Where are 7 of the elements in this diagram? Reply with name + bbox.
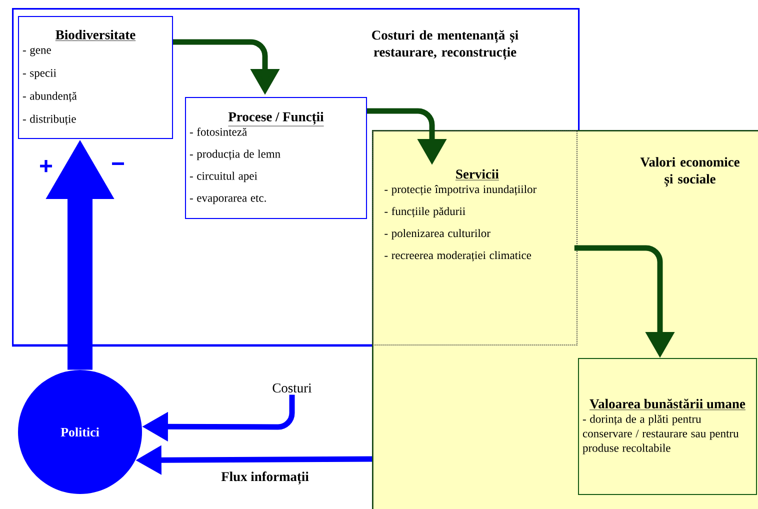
list-box: Biodiversitate - gene - specii - abundență - distribuție [18, 16, 173, 139]
list-box: Servicii - protecție împotriva inundațiilor - funcțiile pădurii - polenizarea culturilor - recreerea moderației climatice [372, 130, 578, 346]
list-box: Procese / Funcții - fotosinteză - producția de lemn - circuitul apei - evaporarea etc. [185, 97, 367, 219]
text: Costuri [272, 383, 312, 392]
list-box: Valoarea bunăstării umane - dorința de a plăti pentru conservare / restaurare sau pentru produse recoltabile [578, 358, 757, 495]
edge-label: Flux informații [221, 472, 309, 484]
sign: − [112, 162, 124, 165]
